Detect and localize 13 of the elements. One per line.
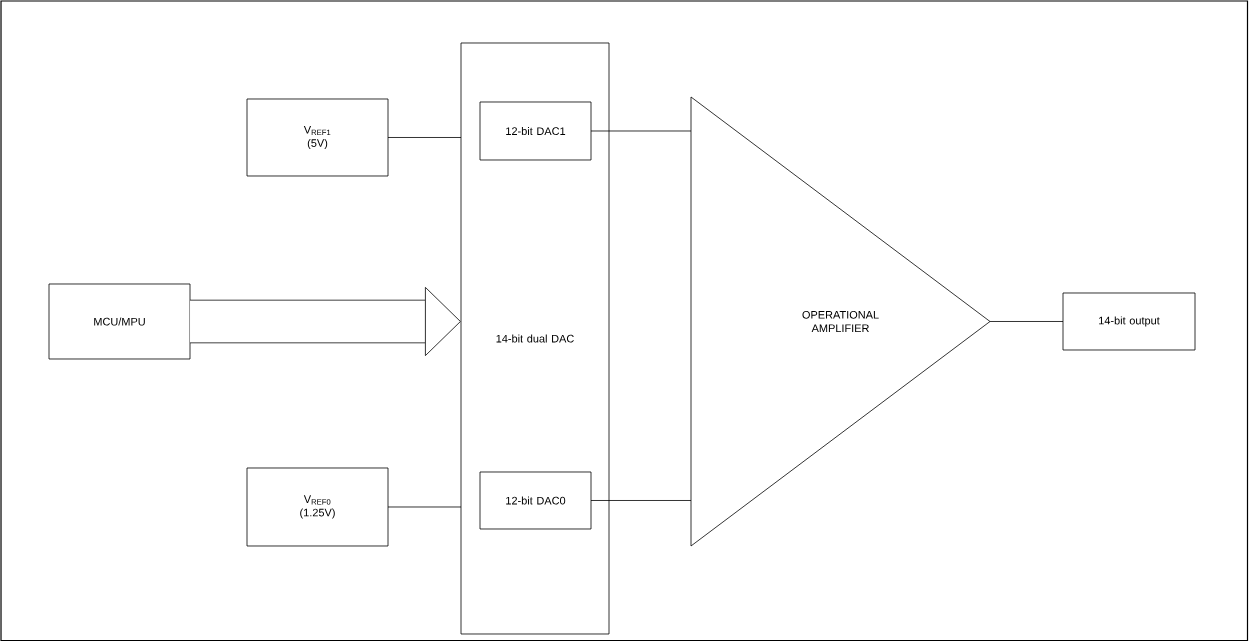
- amplifier-triangle: OPERATIONAL AMPLIFIER: [690, 96, 991, 547]
- connector-line: [590, 130, 692, 132]
- output-box: 14-bit output: [1062, 292, 1196, 351]
- process-box: MCU/MPU: [48, 283, 191, 360]
- connector-line: [989, 321, 1064, 322]
- converter-box: 12-bit DAC1: [479, 101, 592, 161]
- converter-box: 12-bit DAC0: [479, 471, 592, 530]
- reference-box: V$_{REF0}$ (1.25V): [246, 467, 389, 547]
- connector-line: [387, 506, 462, 508]
- block-arrow: [190, 286, 461, 356]
- connector-line: [387, 137, 462, 138]
- reference-box: V$_{REF1}$ (5V): [246, 98, 389, 177]
- connector-line: [590, 500, 692, 501]
